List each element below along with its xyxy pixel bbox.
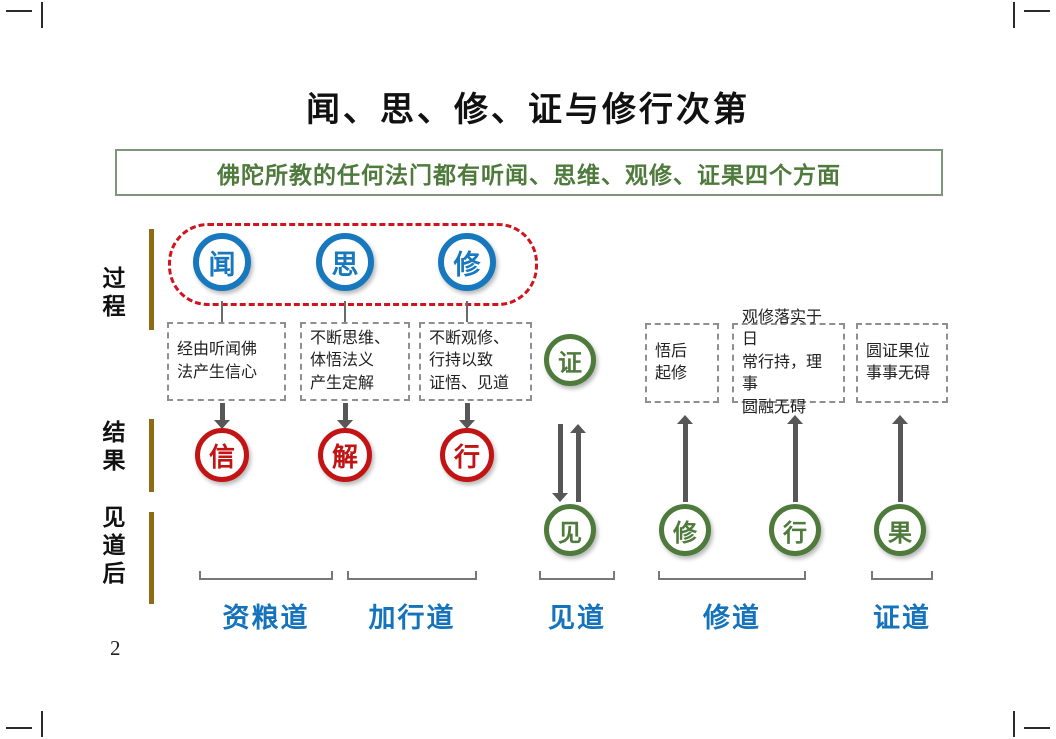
side-label-process: 过程	[99, 266, 124, 322]
crop-mark-bottom-left-v	[41, 711, 43, 737]
arrow-up-icon	[677, 415, 693, 502]
right-box-post-awakening: 悟后 起修	[645, 323, 719, 403]
path-label-accumulation: 资粮道	[222, 603, 310, 633]
circle-seeing: 见	[544, 504, 596, 556]
gold-bar-process	[149, 229, 154, 330]
page-title: 闻、思、修、证与修行次第	[306, 92, 750, 129]
crop-mark-bottom-right-h	[1024, 727, 1050, 729]
arrow-up-icon	[892, 415, 908, 502]
connector-line	[221, 301, 223, 322]
process-box-think: 不断思维、 体悟法义 产生定解	[300, 322, 410, 401]
bracket-seeing	[539, 571, 615, 580]
bracket-cultivation	[658, 571, 806, 580]
bracket-preparation	[347, 571, 477, 580]
side-label-result: 结果	[99, 420, 124, 476]
crop-mark-top-left-v	[41, 2, 43, 28]
circle-action: 行	[440, 428, 494, 482]
crop-mark-bottom-left-h	[6, 727, 32, 729]
connector-line	[344, 301, 346, 322]
dashed-red-frame	[168, 223, 538, 306]
crop-mark-top-right-v	[1013, 2, 1015, 28]
circle-understanding: 解	[318, 428, 372, 482]
crop-mark-top-left-h	[6, 10, 32, 12]
crop-mark-top-right-h	[1024, 10, 1050, 12]
arrow-down-icon	[214, 403, 230, 429]
crop-mark-bottom-right-v	[1013, 711, 1015, 737]
bracket-fruition	[871, 571, 933, 580]
process-box-hear: 经由听闻佛 法产生信心	[167, 322, 286, 401]
arrow-up-icon	[570, 424, 586, 502]
path-label-seeing: 见道	[548, 603, 606, 633]
circle-realization: 证	[544, 334, 596, 386]
page-number: 2	[110, 636, 121, 660]
banner-text: 佛陀所教的任何法门都有听闻、思维、观修、证果四个方面	[217, 162, 841, 188]
gold-bar-result	[149, 419, 154, 492]
circle-cultivation: 修	[659, 504, 711, 556]
path-label-fruition: 证道	[873, 603, 931, 633]
path-label-preparation: 加行道	[368, 603, 456, 633]
right-box-full-fruition: 圆证果位 事事无碍	[856, 323, 948, 403]
circle-faith: 信	[195, 428, 249, 482]
banner-box: 佛陀所教的任何法门都有听闻、思维、观修、证果四个方面	[115, 149, 943, 196]
circle-conduct: 行	[769, 504, 821, 556]
right-box-daily-practice: 观修落实于日 常行持，理事 圆融无碍	[732, 309, 845, 416]
bracket-accumulation	[199, 571, 333, 580]
side-label-after-path: 见道后	[99, 505, 124, 589]
connector-line	[466, 301, 468, 322]
circle-practice: 修	[438, 233, 496, 291]
circle-hear: 闻	[193, 233, 251, 291]
path-label-cultivation: 修道	[703, 603, 761, 633]
arrow-down-icon	[459, 403, 475, 429]
circle-think: 思	[316, 233, 374, 291]
arrow-up-icon	[787, 415, 803, 502]
arrow-down-icon	[552, 424, 568, 502]
arrow-down-icon	[337, 403, 353, 429]
circle-fruit: 果	[874, 504, 926, 556]
process-box-practice: 不断观修、 行持以致 证悟、见道	[419, 322, 532, 401]
gold-bar-after-path	[149, 512, 154, 604]
